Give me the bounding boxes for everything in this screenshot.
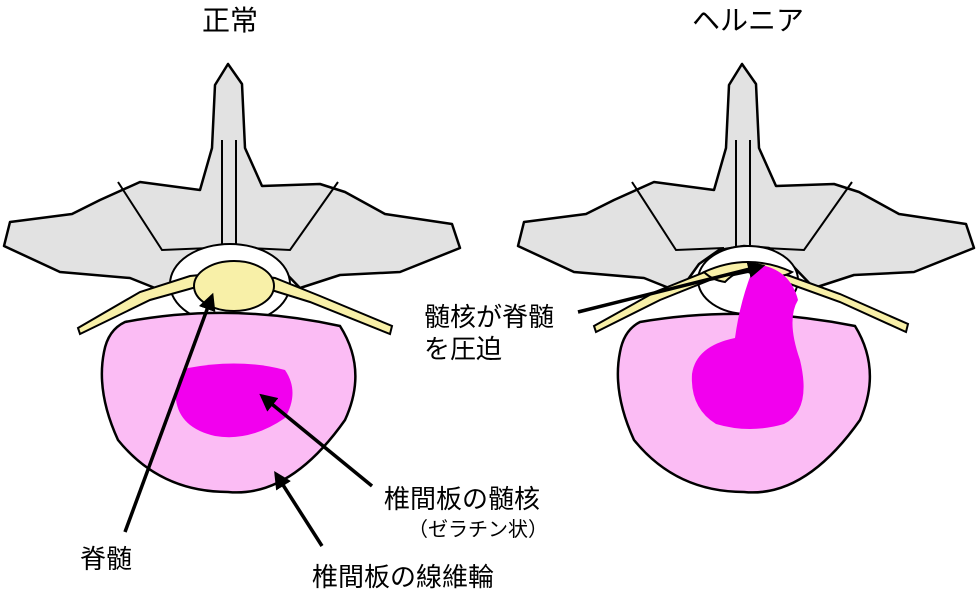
title-hernia: ヘルニア bbox=[692, 4, 804, 37]
label-spinal-cord: 脊髄 bbox=[80, 545, 132, 575]
label-nucleus-1: 椎間板の髄核 bbox=[384, 485, 540, 515]
label-fibrous-ring: 椎間板の線維輪 bbox=[312, 563, 494, 593]
title-normal: 正常 bbox=[202, 4, 258, 37]
arrow-nucleus bbox=[259, 393, 374, 488]
label-nucleus-2: （ゼラチン状） bbox=[408, 517, 548, 541]
arrow-annulus bbox=[274, 471, 324, 547]
label-compress-1: 髄核が脊髄 bbox=[424, 303, 554, 333]
normal-group bbox=[2, 62, 462, 494]
label-compress-2: を圧迫 bbox=[424, 335, 502, 365]
nucleus-pulposus-herniated bbox=[691, 264, 804, 429]
arrow-compression bbox=[577, 260, 766, 314]
arrow-spinal-cord bbox=[123, 292, 216, 533]
hernia-group bbox=[516, 62, 976, 494]
spinal-cord-normal bbox=[193, 260, 275, 312]
nucleus-pulposus-normal bbox=[176, 363, 293, 438]
